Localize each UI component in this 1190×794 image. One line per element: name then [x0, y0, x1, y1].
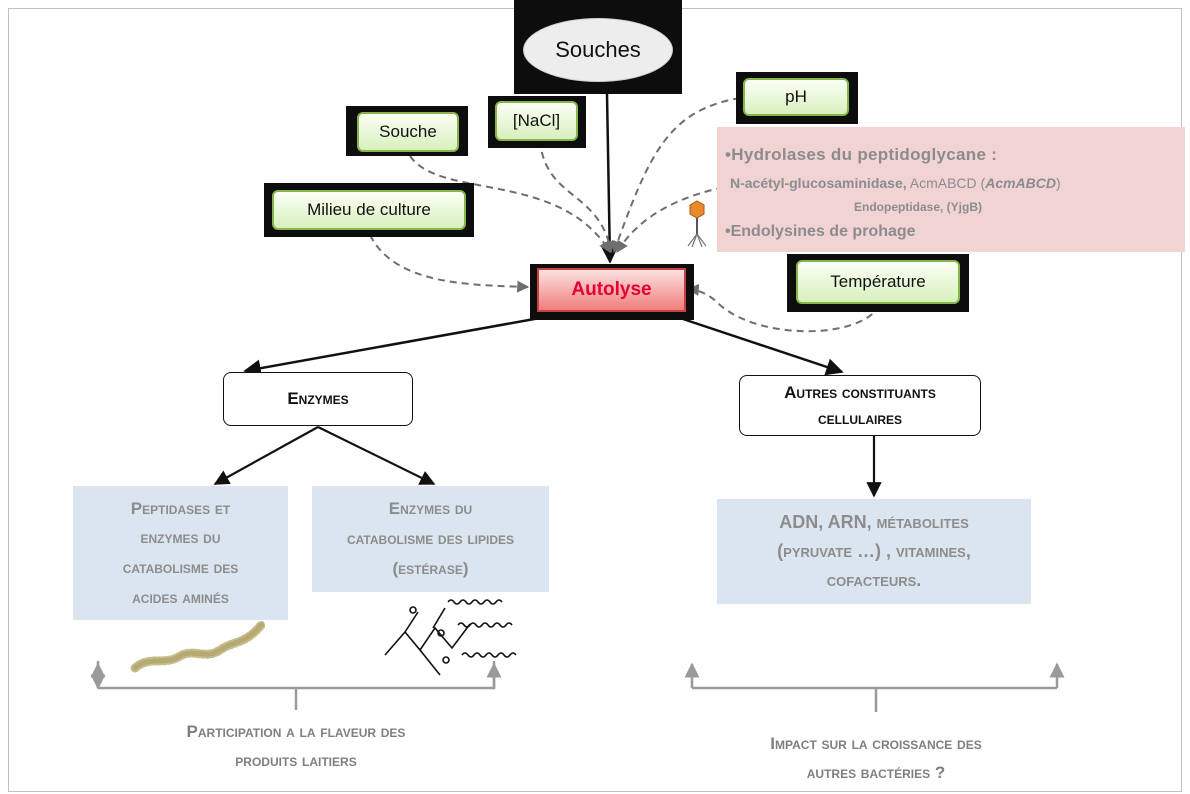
impact-outcome: Impact sur la croissance des autres bact…: [770, 734, 982, 782]
temperature-influence-curve: [686, 283, 881, 333]
enzymes-node: Enzymes: [223, 372, 413, 426]
triglyceride-illustration: [384, 599, 517, 676]
nacl-node: [NaCl]: [495, 101, 578, 141]
flaveur-outcome: Participation a la flaveur des produits …: [186, 722, 406, 770]
bacteriophage-icon: [687, 200, 707, 248]
ph-influence-curve: [611, 97, 741, 254]
souche-node: Souche: [357, 112, 459, 152]
ph-node: pH: [743, 78, 849, 116]
nacl-influence-curve: [539, 139, 616, 254]
hydrolases-title: •Hydrolases du peptidoglycane :: [725, 145, 998, 164]
autres-constituants-node: Autres constituants cellulaires: [739, 375, 981, 436]
endolysines-title: •Endolysines de prohage: [725, 223, 916, 240]
enzymes-to-peptidases-arrow: [213, 426, 319, 485]
impact-bracket: [692, 686, 1057, 712]
autolyse-to-enzymes-arrow: [243, 316, 541, 377]
autolyse-to-autres-arrow: [679, 316, 844, 376]
enzymes-to-lipides-arrow: [317, 426, 436, 485]
temperature-node: Température: [796, 260, 960, 304]
peptidases-box: Peptidases et enzymes du catabolisme des…: [73, 486, 288, 620]
milieu-influence-curve: [369, 234, 530, 293]
souche-influence-curve: [409, 155, 611, 254]
adn-arn-box: ADN, ARN, métabolites (pyruvate …) , vit…: [717, 499, 1031, 604]
souches-node: Souches: [523, 18, 673, 82]
hydrolases-panel: •Hydrolases du peptidoglycane : N-acétyl…: [717, 127, 1185, 252]
souches-to-autolyse-arrow: [600, 93, 619, 264]
amino-acid-chain-illustration: [130, 619, 267, 673]
milieu-node: Milieu de culture: [272, 190, 466, 230]
hydrolases-endopeptidase: Endopeptidase, (YjgB): [854, 200, 983, 214]
lipides-box: Enzymes du catabolisme des lipides (esté…: [312, 486, 549, 592]
autolyse-node: Autolyse: [537, 268, 686, 312]
hydrolases-glucosaminidase: N-acétyl-glucosaminidase, AcmABCD (AcmAB…: [730, 175, 1061, 191]
hydrolases-influence-curve: [616, 184, 736, 254]
